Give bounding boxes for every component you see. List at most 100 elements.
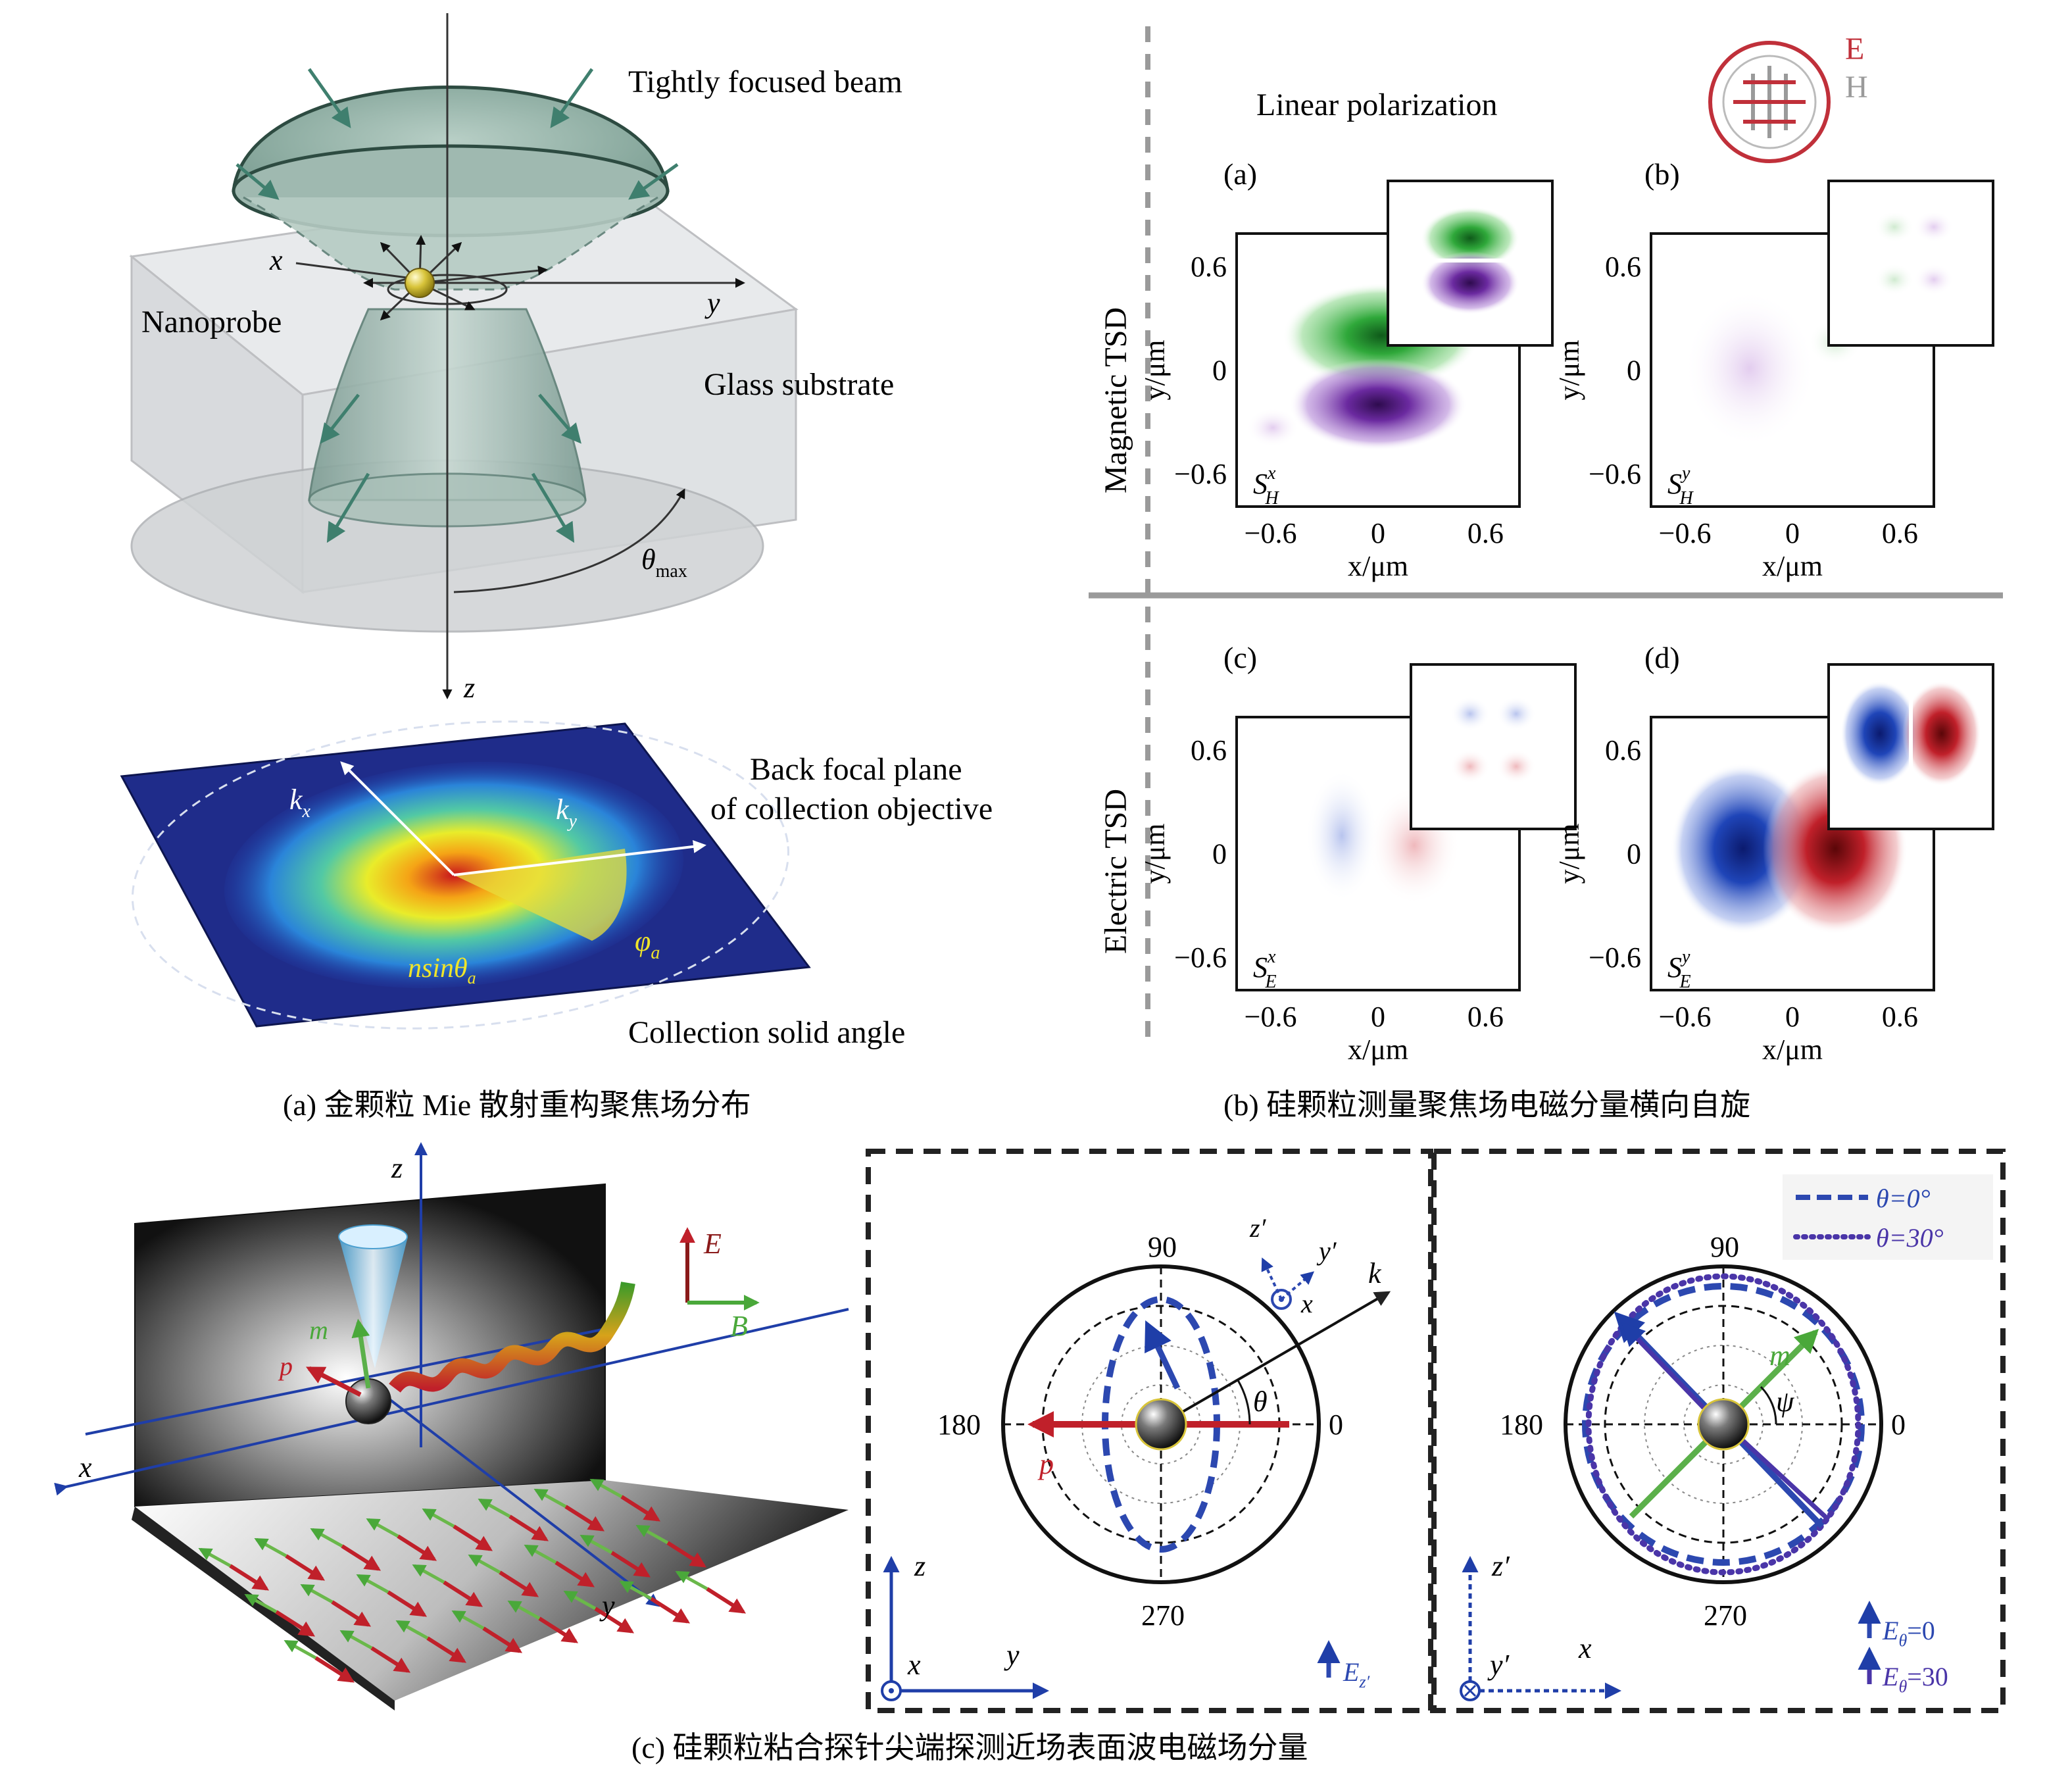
- y-tick-label: 0.6: [1191, 734, 1227, 766]
- kx-label: kx: [289, 784, 311, 822]
- theta-max-label: θmax: [641, 543, 687, 582]
- polar2-tick-0: 0: [1891, 1409, 1906, 1441]
- legend-theta-0: θ=0°: [1876, 1184, 1931, 1213]
- ky-label: ky: [556, 793, 578, 832]
- y-axis-label: y/μm: [1139, 823, 1171, 884]
- axis-z: z: [391, 1152, 403, 1184]
- polar1-axis-z: z: [914, 1550, 925, 1582]
- solid-angle-label: Collection solid angle: [628, 1015, 905, 1050]
- gold-nanoparticle: [405, 268, 435, 298]
- polar-frame-2: [1431, 1149, 2006, 1713]
- e-field-arrow: [538, 1616, 579, 1643]
- b-field-arrow: [300, 1584, 333, 1604]
- panel-a: Tightly focused beam Nanoprobe Glass sub…: [120, 13, 993, 1122]
- b-field-arrow: [468, 1554, 501, 1574]
- x-tick-label: 0: [1371, 517, 1385, 549]
- bfp-label-2: of collection objective: [710, 791, 993, 826]
- e-field-arrow: [564, 1505, 605, 1532]
- subplot-a-tag: (a): [1223, 157, 1257, 191]
- y-tick-label: 0: [1627, 355, 1641, 387]
- e-field-arrow: [594, 1607, 635, 1634]
- e-field-arrow: [666, 1541, 707, 1568]
- phi-label: φa: [635, 925, 660, 963]
- frame-x-label: x: [1300, 1289, 1313, 1318]
- caption-b: (b) 硅颗粒测量聚焦场电磁分量横向自旋: [1223, 1088, 1750, 1122]
- polar1-tick-90: 90: [1148, 1231, 1177, 1263]
- panel-b: Linear polarization E H Magnetic TSD Ele…: [1089, 26, 2003, 1122]
- bfp-label-1: Back focal plane: [750, 752, 962, 787]
- b-field-arrow: [451, 1610, 485, 1630]
- theta-max-arc: [453, 488, 685, 593]
- y-tick-label: 0: [1627, 838, 1641, 870]
- B-key-label: B: [730, 1310, 748, 1342]
- polar1-axis-y: y: [1004, 1639, 1020, 1671]
- e-field-arrow: [387, 1590, 428, 1617]
- y-tick-label: −0.6: [1174, 458, 1227, 490]
- x-axis-label: x/μm: [1348, 550, 1408, 582]
- b-field-arrow: [524, 1544, 557, 1564]
- nsin-label: nsinθa: [408, 953, 476, 987]
- axis-z-label: z: [463, 672, 475, 704]
- x-tick-label: −0.6: [1659, 1001, 1712, 1033]
- e-field-arrow: [650, 1597, 691, 1624]
- focusing-arrows: [235, 68, 679, 543]
- eq-theta-0: Eθ=0: [1882, 1616, 1935, 1650]
- e-field-arrow: [453, 1524, 493, 1551]
- b-field-arrow: [580, 1534, 613, 1555]
- e-field-arrow: [482, 1626, 523, 1653]
- axis-x-label: x: [269, 244, 283, 276]
- e-field-arrow: [275, 1610, 316, 1637]
- psi-label: ψ: [1776, 1386, 1794, 1418]
- b-field-arrow: [533, 1488, 567, 1509]
- e-field-arrow: [508, 1514, 549, 1541]
- b-field-arrow: [563, 1590, 597, 1611]
- e-field-arrow: [285, 1554, 326, 1581]
- legend-h: H: [1845, 70, 1868, 105]
- field-arrows: [198, 1478, 747, 1683]
- e-field-arrow: [397, 1534, 437, 1561]
- caption-c: (c) 硅颗粒粘合探针尖端探测近场表面波电磁场分量: [631, 1731, 1308, 1764]
- polar2-tick-180: 180: [1500, 1409, 1543, 1441]
- e-field-arrow: [229, 1564, 270, 1591]
- y-tick-label: −0.6: [1174, 941, 1227, 974]
- polar1-tick-180: 180: [937, 1409, 981, 1441]
- b-field-arrow: [478, 1498, 511, 1518]
- x-tick-label: −0.6: [1245, 517, 1297, 549]
- x-tick-label: −0.6: [1659, 517, 1712, 549]
- subplot-c-tag: (c): [1223, 641, 1257, 674]
- x-tick-label: 0: [1371, 1001, 1385, 1033]
- e-field-arrow: [499, 1570, 539, 1597]
- frame-z-label: z′: [1249, 1213, 1267, 1243]
- panel-c: E B z x y m p: [54, 1142, 2006, 1764]
- row-label-electric: Electric TSD: [1098, 789, 1133, 954]
- x-tick-label: 0.6: [1882, 1001, 1918, 1033]
- polar-frame-1: [866, 1149, 1433, 1713]
- polarization-icon: [1708, 41, 1831, 163]
- polar2-axis-y: y′: [1487, 1649, 1510, 1681]
- axis-y: y: [599, 1589, 615, 1622]
- x-axis-label: x/μm: [1348, 1034, 1408, 1066]
- subplot-b-tag: (b): [1644, 157, 1680, 191]
- legend-e: E: [1845, 32, 1864, 66]
- y-tick-label: 0.6: [1191, 251, 1227, 283]
- polar1-tick-270: 270: [1141, 1599, 1185, 1632]
- caption-a: (a) 金颗粒 Mie 散射重构聚焦场分布: [283, 1088, 751, 1122]
- p-dipole-label: p: [1037, 1448, 1054, 1480]
- axis-x: x: [78, 1451, 92, 1484]
- x-axis-label: x/μm: [1762, 550, 1823, 582]
- e-field-arrow: [620, 1495, 661, 1522]
- e-field-arrow: [426, 1636, 467, 1663]
- y-axis-label: y/μm: [1139, 339, 1171, 400]
- y-tick-label: −0.6: [1589, 458, 1641, 490]
- beam-label: Tightly focused beam: [628, 64, 902, 99]
- b-field-arrow: [412, 1564, 445, 1584]
- back-focal-plane: [120, 720, 811, 1030]
- x-tick-label: 0: [1785, 1001, 1800, 1033]
- e-field-arrow: [341, 1544, 382, 1571]
- polar2-axis-z: z′: [1491, 1550, 1510, 1582]
